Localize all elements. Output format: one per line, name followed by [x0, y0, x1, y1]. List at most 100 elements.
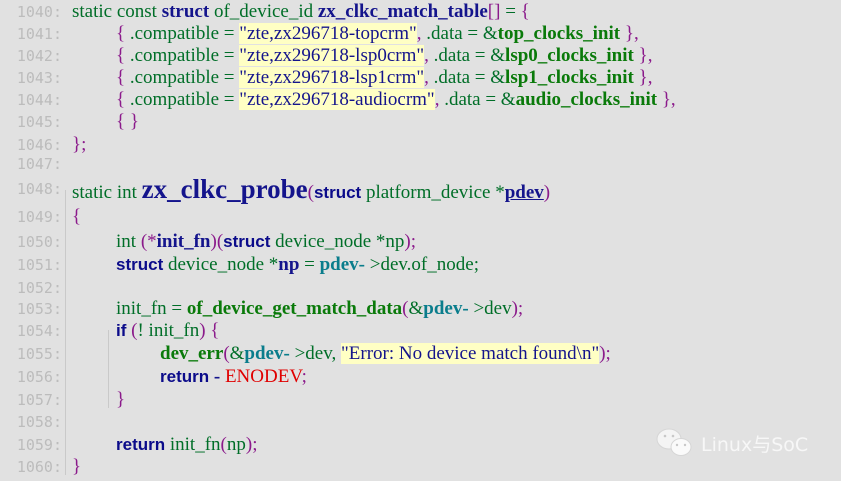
code-text: { .compatible = "zte,zx296718-topcrm", .…: [116, 23, 639, 45]
code-token: pdev-: [244, 343, 290, 364]
code-token: >dev: [468, 298, 512, 319]
code-token: >dev,: [289, 343, 341, 364]
line-number: 1056:: [16, 368, 62, 386]
code-token: ,: [424, 67, 434, 88]
code-token: .compatible =: [125, 89, 240, 110]
if-block-guide: [108, 330, 109, 408]
watermark: Linux与SoC: [655, 425, 808, 461]
code-token: .compatible =: [125, 67, 240, 88]
code-token: audio_clocks_init: [515, 89, 658, 110]
function-scope-guide: [65, 190, 66, 475]
code-token: "zte,zx296718-lsp1crm": [239, 67, 425, 88]
code-token: zx_clkc_match_table: [317, 1, 488, 22]
code-token: .data = &: [433, 45, 506, 66]
code-token: device_node *np: [270, 231, 405, 252]
code-token: );: [599, 343, 611, 364]
line-number: 1060:: [16, 458, 62, 476]
code-text: { .compatible = "zte,zx296718-lsp0crm", …: [116, 45, 652, 67]
code-text: { .compatible = "zte,zx296718-audiocrm",…: [116, 89, 676, 111]
code-token: }: [116, 389, 126, 410]
line-number: 1050:: [16, 233, 62, 251]
line-number: 1042:: [16, 47, 62, 65]
code-token: dev_err: [160, 343, 224, 364]
code-token: init_fn: [165, 434, 221, 455]
code-token: struct: [313, 183, 362, 202]
code-token: ;: [301, 366, 307, 387]
code-token: init_fn =: [116, 298, 187, 319]
line-number: 1049:: [16, 208, 62, 226]
code-token: "zte,zx296718-lsp0crm": [239, 45, 425, 66]
line-number: 1043:: [16, 69, 62, 87]
code-token: (: [307, 182, 314, 203]
code-token: device_node *: [163, 254, 279, 275]
code-token: ): [543, 182, 551, 203]
line-number: 1051:: [16, 256, 62, 274]
code-token: lsp0_clocks_init: [505, 45, 634, 66]
code-text: { .compatible = "zte,zx296718-lsp1crm", …: [116, 67, 652, 89]
code-text: init_fn = of_device_get_match_data(&pdev…: [116, 298, 523, 320]
code-token: );: [404, 231, 417, 252]
code-token: (*: [140, 231, 157, 252]
code-token: =: [299, 254, 320, 275]
code-token: },: [633, 45, 653, 66]
watermark-text: Linux与SoC: [701, 433, 809, 456]
code-token: =: [500, 1, 521, 22]
code-token: struct: [161, 1, 210, 22]
code-token: ,: [424, 45, 434, 66]
code-token: .data = &: [433, 67, 506, 88]
code-token: {: [520, 1, 530, 22]
code-token: {: [72, 206, 82, 227]
code-token: ) {: [199, 320, 220, 341]
code-token: top_clocks_init: [497, 23, 621, 44]
line-number: 1045:: [16, 113, 62, 131]
line-number: 1055:: [16, 345, 62, 363]
code-token: lsp1_clocks_init: [505, 67, 634, 88]
code-token: init_fn: [156, 231, 211, 252]
line-number: 1046:: [16, 136, 62, 154]
code-token: "Error: No device match found\n": [341, 343, 600, 364]
code-token: .data = &: [426, 23, 498, 44]
code-token: &: [408, 298, 424, 319]
code-token: }: [72, 456, 82, 477]
code-token: return: [116, 435, 166, 454]
line-number: 1040:: [16, 3, 62, 21]
code-token: },: [657, 89, 676, 110]
line-number: 1044:: [16, 91, 62, 109]
code-token: static const: [72, 1, 162, 22]
code-token: )(: [210, 231, 224, 252]
code-text: }: [72, 456, 81, 478]
line-number: 1059:: [16, 436, 62, 454]
code-token: ,: [416, 23, 427, 44]
code-text: dev_err(&pdev- >dev, "Error: No device m…: [160, 343, 611, 365]
code-token: {: [116, 67, 126, 88]
code-text: int (*init_fn)(struct device_node *np);: [116, 231, 416, 253]
code-token: >dev.of_node;: [365, 254, 479, 275]
code-token: .compatible =: [125, 23, 240, 44]
code-token: int: [116, 231, 141, 252]
code-text: {: [72, 206, 81, 228]
code-text: { }: [116, 111, 139, 133]
code-token: pdev: [504, 182, 544, 203]
code-text: if (! init_fn) {: [116, 320, 219, 342]
line-number: 1048:: [16, 180, 62, 198]
line-number: 1053:: [16, 300, 62, 318]
code-text: }: [116, 389, 125, 411]
code-token: (: [220, 434, 227, 455]
line-number: 1047:: [16, 155, 62, 173]
code-token: []: [487, 1, 501, 22]
code-token: platform_device *: [361, 182, 505, 203]
code-text: static int zx_clkc_probe(struct platform…: [72, 176, 551, 204]
code-token: (: [126, 320, 138, 341]
code-text: return init_fn(np);: [116, 434, 257, 456]
code-token: static int: [72, 182, 142, 203]
code-token: {: [116, 23, 126, 44]
code-text: };: [72, 134, 86, 156]
code-token: return: [160, 367, 210, 386]
code-token: "zte,zx296718-topcrm": [239, 23, 417, 44]
code-token: "zte,zx296718-audiocrm": [239, 89, 435, 110]
line-number: 1054:: [16, 322, 62, 340]
code-text: struct device_node *np = pdev- >dev.of_n…: [116, 254, 479, 276]
code-token: of_device_get_match_data: [186, 298, 403, 319]
code-token: },: [620, 23, 639, 44]
